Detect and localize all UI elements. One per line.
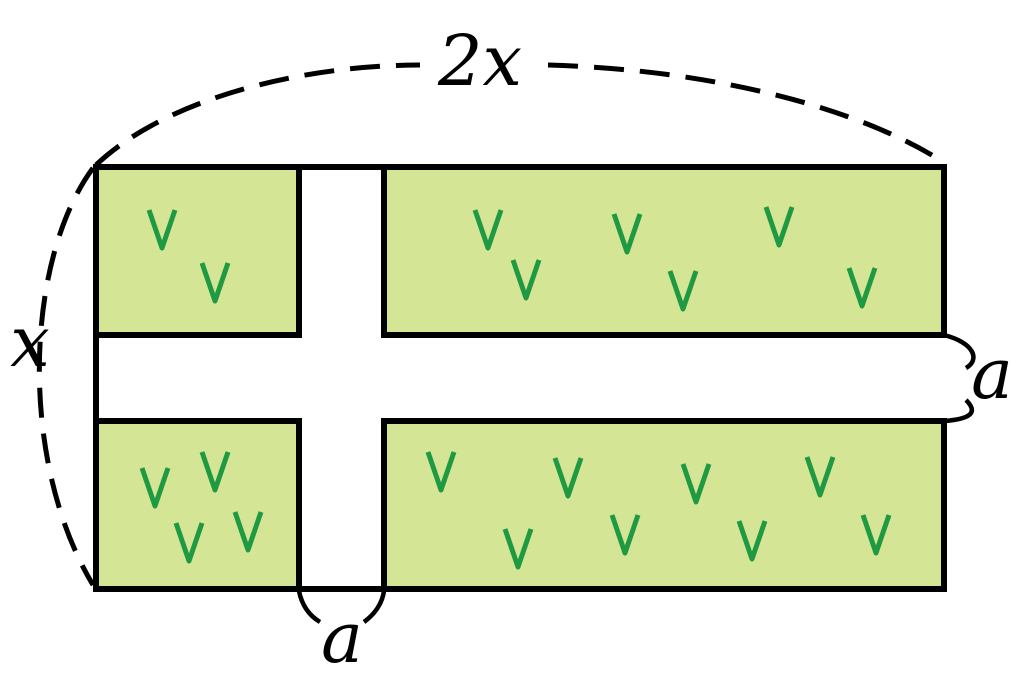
grass-mark	[552, 457, 584, 499]
grass-mark	[173, 522, 205, 564]
grass-mark	[502, 528, 534, 570]
plot-bottom-left	[93, 418, 302, 592]
grass-mark	[139, 467, 171, 509]
dimension-arc-2x	[94, 62, 942, 167]
grass-mark	[425, 451, 457, 493]
plot-bottom-right	[381, 418, 947, 592]
grass-mark	[609, 514, 641, 556]
grass-mark	[860, 514, 892, 556]
grass-mark	[667, 270, 699, 312]
dimension-arc-x	[36, 166, 96, 587]
plot-top-right	[381, 164, 947, 338]
plot-top-left	[93, 164, 302, 338]
label-top-2x: 2x	[437, 20, 522, 102]
grass-mark	[232, 511, 264, 553]
grass-mark	[199, 451, 231, 493]
grass-mark	[680, 463, 712, 505]
label-bottom-a: a	[321, 597, 363, 679]
grass-mark	[846, 267, 878, 309]
grass-mark	[763, 206, 795, 248]
label-left-x: x	[10, 301, 49, 383]
grass-mark	[510, 259, 542, 301]
label-right-a: a	[971, 333, 1013, 415]
grass-mark	[736, 520, 768, 562]
grass-mark	[146, 209, 178, 251]
grass-marks	[139, 206, 892, 570]
field-plots	[93, 164, 947, 592]
grass-mark	[804, 456, 836, 498]
grass-mark	[611, 213, 643, 255]
road-width-brace-bottom	[296, 590, 387, 624]
grass-mark	[199, 262, 231, 304]
grass-mark	[472, 209, 504, 251]
road-width-brace-right	[943, 332, 976, 424]
